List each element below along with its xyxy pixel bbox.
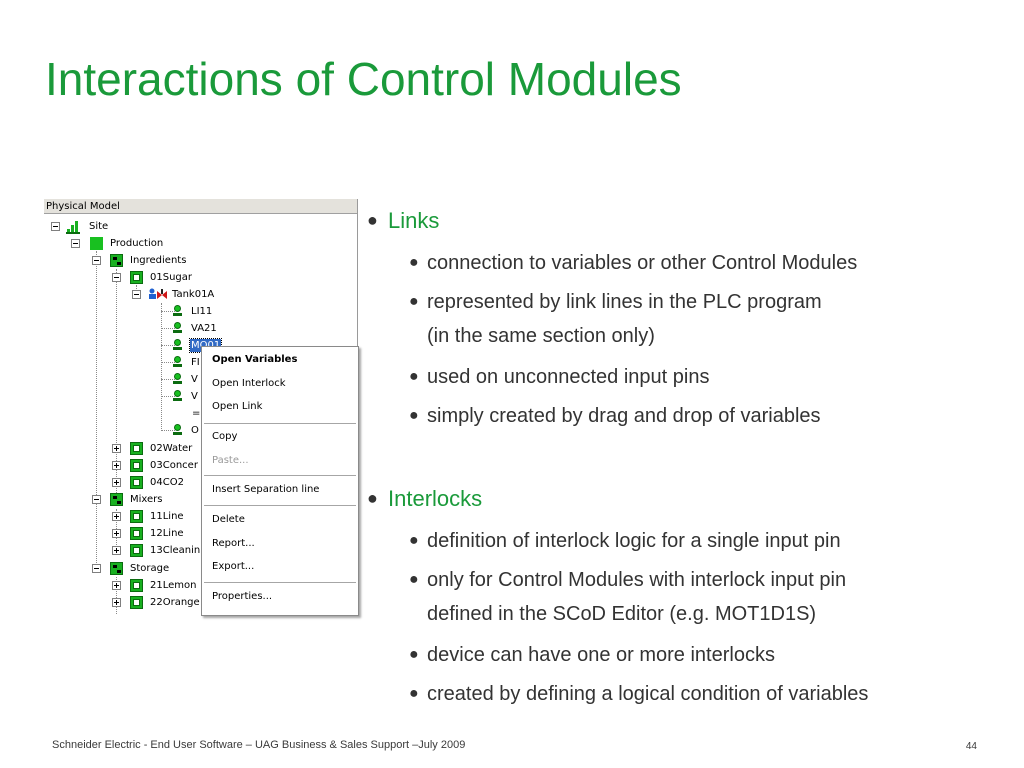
expand-icon[interactable] — [112, 444, 121, 453]
menu-insert-separation-line[interactable]: Insert Separation line — [212, 484, 320, 495]
unit-icon — [130, 544, 143, 557]
bullet-links-heading: ● Links — [367, 208, 440, 233]
menu-separator — [204, 582, 356, 583]
control-module-icon — [173, 356, 182, 368]
expand-icon[interactable] — [112, 598, 121, 607]
collapse-icon[interactable] — [112, 273, 121, 282]
bullet-links-1: ● connection to variables or other Contr… — [409, 252, 858, 274]
unit-icon — [130, 271, 143, 284]
bullet-interlocks-2-continuation: defined in the SCoD Editor (e.g. MOT1D1S… — [427, 603, 817, 625]
context-menu: Open Variables Open Interlock Open Link … — [201, 346, 359, 616]
process-cell-icon — [110, 493, 123, 506]
control-module-icon — [173, 322, 182, 334]
process-cell-icon — [110, 562, 123, 575]
menu-separator — [204, 475, 356, 476]
expand-icon[interactable] — [112, 478, 121, 487]
bullet-interlocks-2: ● only for Control Modules with interloc… — [409, 569, 847, 591]
bullet-interlocks-heading: ● Interlocks — [367, 486, 483, 511]
bullet-dot-icon: ● — [409, 646, 419, 663]
menu-separator — [204, 423, 356, 424]
process-cell-icon — [110, 254, 123, 267]
control-module-icon — [173, 305, 182, 317]
expand-icon[interactable] — [112, 581, 121, 590]
collapse-icon[interactable] — [92, 256, 101, 265]
menu-open-link[interactable]: Open Link — [212, 401, 263, 412]
equipment-module-icon — [148, 288, 168, 301]
bullet-dot-icon: ● — [409, 254, 419, 271]
control-module-icon — [173, 424, 182, 436]
menu-open-variables[interactable]: Open Variables — [212, 354, 298, 365]
bullet-links-2: ● represented by link lines in the PLC p… — [409, 291, 822, 313]
bullet-interlocks-3: ● device can have one or more interlocks — [409, 644, 775, 666]
menu-export[interactable]: Export... — [212, 561, 255, 572]
bullet-dot-icon: ● — [409, 685, 419, 702]
footer-text: Schneider Electric - End User Software –… — [52, 739, 466, 751]
menu-copy[interactable]: Copy — [212, 431, 238, 442]
slide-title: Interactions of Control Modules — [45, 53, 682, 105]
unit-icon — [130, 442, 143, 455]
unit-icon — [130, 476, 143, 489]
bullet-dot-icon: ● — [409, 407, 419, 424]
collapse-icon[interactable] — [132, 290, 141, 299]
bullet-interlocks-4: ● created by defining a logical conditio… — [409, 683, 869, 705]
menu-paste[interactable]: Paste... — [212, 455, 249, 466]
expand-icon[interactable] — [112, 461, 121, 470]
menu-separator — [204, 505, 356, 506]
bullet-dot-icon: ● — [409, 532, 419, 549]
control-module-icon — [173, 390, 182, 402]
bullet-dot-icon: ● — [367, 210, 378, 230]
unit-icon — [130, 527, 143, 540]
site-icon — [66, 220, 80, 234]
expand-icon[interactable] — [112, 546, 121, 555]
menu-delete[interactable]: Delete — [212, 514, 245, 525]
bullet-interlocks-1: ● definition of interlock logic for a si… — [409, 530, 841, 552]
collapse-icon[interactable] — [51, 222, 60, 231]
panel-title: Physical Model — [44, 199, 357, 214]
bullet-links-3: ● used on unconnected input pins — [409, 366, 710, 388]
bullet-dot-icon: ● — [409, 571, 419, 588]
unit-icon — [130, 459, 143, 472]
bullet-links-2-continuation: (in the same section only) — [427, 325, 655, 347]
page-number: 44 — [965, 741, 977, 752]
menu-open-interlock[interactable]: Open Interlock — [212, 378, 286, 389]
bullet-dot-icon: ● — [409, 293, 419, 310]
menu-properties[interactable]: Properties... — [212, 591, 273, 602]
bullet-dot-icon: ● — [367, 488, 378, 508]
collapse-icon[interactable] — [92, 495, 101, 504]
bullet-dot-icon: ● — [409, 368, 419, 385]
collapse-icon[interactable] — [71, 239, 80, 248]
area-icon — [90, 237, 103, 250]
unit-icon — [130, 579, 143, 592]
menu-report[interactable]: Report... — [212, 538, 255, 549]
unit-icon — [130, 596, 143, 609]
expand-icon[interactable] — [112, 512, 121, 521]
collapse-icon[interactable] — [92, 564, 101, 573]
bullet-links-4: ● simply created by drag and drop of var… — [409, 405, 821, 427]
expand-icon[interactable] — [112, 529, 121, 538]
unit-icon — [130, 510, 143, 523]
control-module-icon — [173, 339, 182, 351]
control-module-icon — [173, 373, 182, 385]
